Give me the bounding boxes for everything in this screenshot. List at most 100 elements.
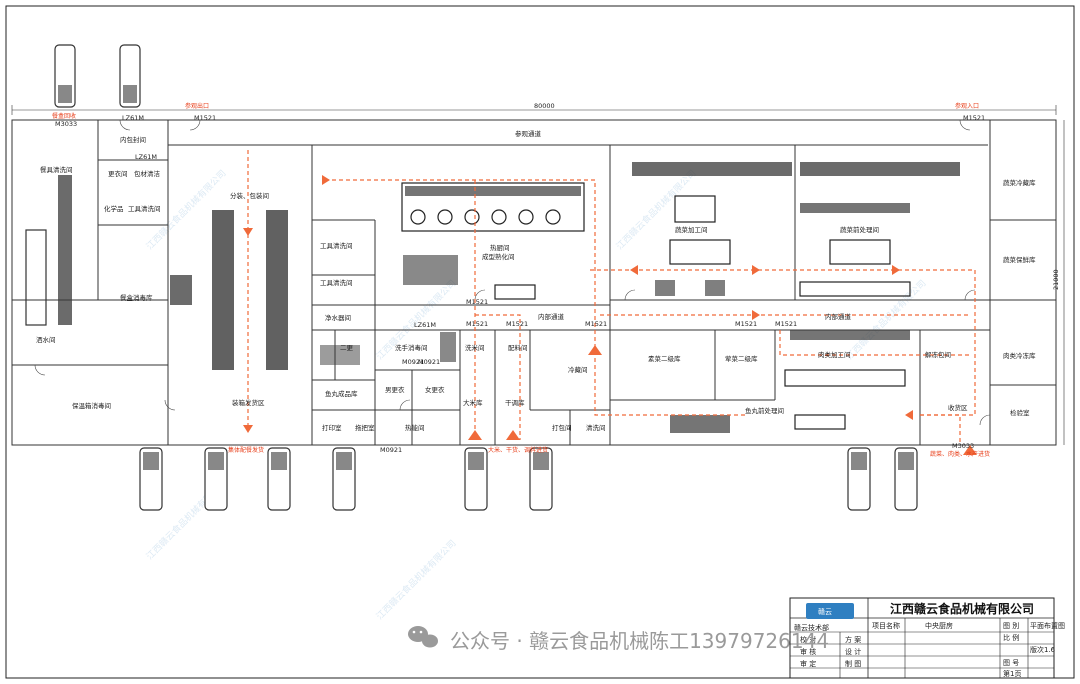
- room-label: 肉类加工间: [818, 350, 851, 359]
- version: 版次1.6: [1030, 645, 1056, 654]
- door-code: M1521: [506, 320, 528, 328]
- flow-arrow: [322, 175, 330, 185]
- flow-arrow: [588, 345, 602, 355]
- room-label: 解冻包间: [925, 350, 951, 359]
- room-label: 检验室: [1010, 408, 1030, 417]
- annotation-rice-in: 大米、干货、调料进货: [488, 446, 548, 454]
- door-code: M1521: [194, 114, 216, 122]
- outer-wall: [11, 119, 1057, 446]
- door-code: LZ61M: [135, 153, 157, 161]
- draw-label: 制 图: [845, 659, 861, 668]
- door-code: M1521: [585, 320, 607, 328]
- company-badge-text: 赣云: [818, 607, 832, 616]
- door-code: LZ61M: [414, 321, 436, 329]
- room-label: 洗手消毒间: [395, 343, 428, 352]
- flow-arrow: [892, 265, 900, 275]
- project-label: 项目名称: [872, 621, 900, 630]
- check-label: 校 对: [800, 635, 816, 644]
- design2-label: 设 计: [845, 647, 861, 656]
- flow-annotations: 餐盒回收 M3033 参观出口 参观入口 集体配餐发货 大米、干货、调料进货 蔬…: [52, 102, 990, 458]
- internal-walls: [12, 120, 1056, 445]
- flow-arrow: [752, 265, 760, 275]
- title-block: 赣云 江西赣云食品机械有限公司 项目名称 中央厨房 图 別 平面布置图 赣云技术…: [789, 597, 1065, 679]
- dimension-top-label: 80000: [534, 102, 555, 110]
- dept-name: 赣云技术部: [794, 623, 829, 632]
- room-label: 蔬菜保鲜库: [1003, 255, 1036, 264]
- room-label: 蔬菜前处理间: [840, 225, 879, 234]
- room-label: 洒水间: [36, 335, 56, 344]
- flow-arrow: [506, 430, 520, 440]
- annotation-tour-exit: 参观出口: [185, 102, 209, 110]
- room-label: 素菜二级库: [648, 354, 681, 363]
- flow-arrow: [752, 310, 760, 320]
- flow-arrow: [243, 425, 253, 433]
- room-label: 净水器间: [325, 313, 351, 322]
- flow-arrow: [243, 228, 253, 236]
- dimension-right: 21000: [1052, 120, 1065, 445]
- drawing-label: 图 別: [1003, 621, 1019, 630]
- room-label: 肉类冷冻库: [1003, 351, 1036, 360]
- annotation-tour-entry: 参观入口: [955, 102, 979, 110]
- wechat-watermark-text: 公众号 · 赣云食品机械陈工13979726144: [450, 629, 829, 653]
- review-label: 审 定: [800, 659, 816, 668]
- drawing-no-label: 图 号: [1003, 659, 1019, 667]
- room-label: 蔬菜冷藏库: [1003, 178, 1036, 187]
- flow-arrows: [243, 175, 977, 455]
- room-label: 化学品: [104, 204, 124, 213]
- room-label: 成型熟化间: [482, 252, 515, 261]
- door-code: M0921: [402, 358, 424, 366]
- flow-arrow: [963, 445, 977, 455]
- corridor-label: 内部通道: [538, 312, 565, 321]
- flow-paths: [247, 150, 976, 445]
- door-code: M1521: [466, 320, 488, 328]
- room-label: 热厨间: [490, 243, 510, 252]
- drawing-value: 平面布置图: [1030, 621, 1065, 630]
- trucks: [54, 44, 918, 511]
- annotation-door-code: M3033: [952, 442, 974, 450]
- company-name: 江西赣云食品机械有限公司: [890, 601, 1034, 616]
- drawing-frame: [5, 5, 1075, 679]
- room-label: 大米库: [463, 398, 483, 407]
- project-value: 中央厨房: [925, 621, 953, 630]
- room-label: 更衣间: [108, 169, 128, 178]
- room-label: 男更衣: [385, 385, 405, 394]
- door-code: M1521: [775, 320, 797, 328]
- flow-arrow: [468, 430, 482, 440]
- door-code: LZ61M: [122, 114, 144, 122]
- annotation-tableware-return: 餐盒回收: [52, 112, 76, 120]
- room-label: 收货区: [948, 403, 968, 412]
- approve-label: 审 核: [800, 647, 816, 656]
- company-badge: [806, 603, 854, 619]
- svg-text:江西赣云食品机械有限公司: 江西赣云食品机械有限公司: [614, 167, 699, 252]
- room-label: 餐具清洗间: [40, 165, 73, 174]
- annotation-veg-in: 蔬菜、肉类、水产进货: [930, 450, 990, 458]
- room-label: 洗米间: [465, 343, 485, 352]
- annotation-distribution-out: 集体配餐发货: [228, 446, 264, 454]
- room-label: 打印室: [322, 423, 342, 432]
- room-label: 保温箱消毒间: [72, 401, 111, 410]
- room-label: 工具清洗间: [128, 204, 161, 213]
- room-label: 装箱发货区: [232, 398, 265, 407]
- svg-text:江西赣云食品机械有限公司: 江西赣云食品机械有限公司: [844, 277, 929, 362]
- corridor-label: 参观通道: [515, 129, 542, 138]
- door-swings: [34, 119, 991, 426]
- door-code: M1521: [466, 298, 488, 306]
- flow-arrow: [905, 410, 913, 420]
- room-label: 热能间: [405, 423, 425, 432]
- wechat-watermark: 公众号 · 赣云食品机械陈工13979726144: [408, 626, 829, 653]
- watermark-stamps: 江西赣云食品机械有限公司 江西赣云食品机械有限公司 江西赣云食品机械有限公司 江…: [144, 167, 929, 622]
- corridor-label: 内部通道: [825, 312, 852, 321]
- room-label: 干调库: [505, 398, 525, 407]
- door-code: M1521: [963, 114, 985, 122]
- wechat-icon: [408, 626, 438, 648]
- room-label: 分装、包装间: [230, 191, 269, 200]
- room-label: 配料间: [508, 343, 528, 352]
- annotation-door-code: M3033: [55, 120, 77, 128]
- door-code: M0921: [418, 358, 440, 366]
- equipment: [25, 162, 960, 433]
- page-number: 第1页: [1003, 669, 1021, 678]
- room-label: 餐盒消毒库: [120, 293, 153, 302]
- room-labels: 餐具清洗间 内包封间 更衣间 包材清洁 化学品 工具清洗间 餐盒消毒库 洒水间 …: [36, 129, 1036, 432]
- room-label: 工具清洗间: [320, 278, 353, 287]
- design-label: 方 案: [845, 635, 861, 644]
